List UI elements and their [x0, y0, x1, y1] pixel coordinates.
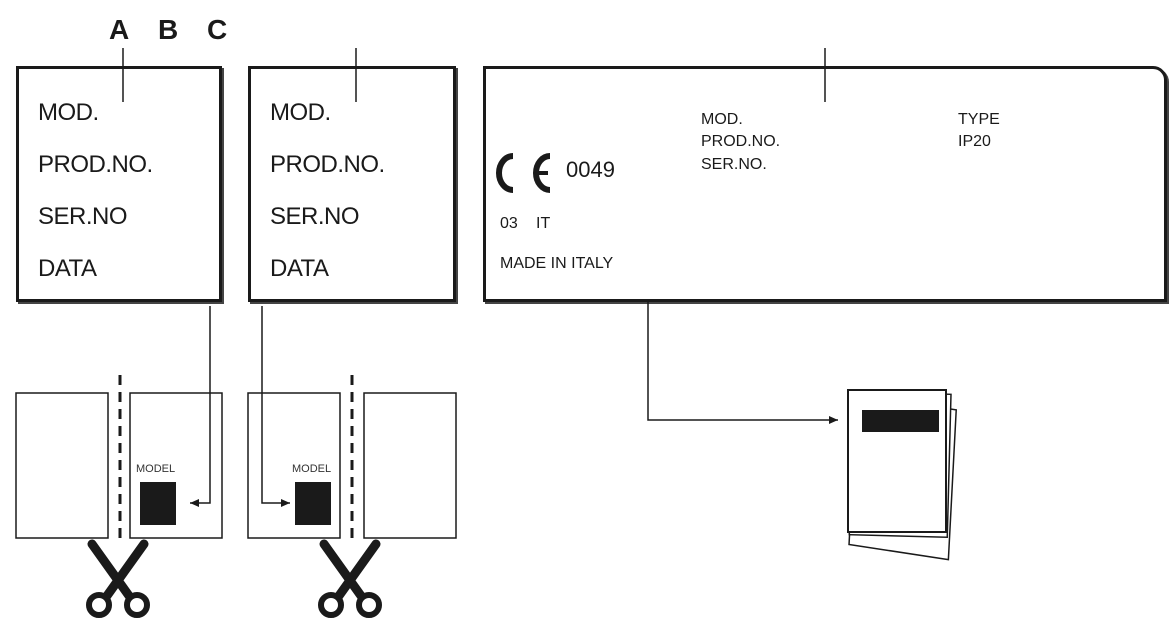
letter-b: B: [158, 14, 179, 45]
label-right-prod-no: PROD.NO.: [701, 133, 781, 150]
card-left-outer: [15, 392, 109, 539]
ce-mark-icon: [496, 153, 551, 193]
scissors-icon: [318, 539, 382, 618]
label-left-prod-no: PROD.NO.: [38, 151, 153, 178]
label-right-ce-number: 0049: [566, 157, 615, 182]
label-right-made-in: MADE IN ITALY: [500, 255, 614, 272]
label-middle-prod-no: PROD.NO.: [270, 151, 385, 178]
letter-a: A: [109, 14, 130, 45]
arrow-icon: [647, 302, 838, 424]
card-middle-model-label: MODEL: [292, 463, 331, 475]
letter-c: C: [207, 14, 228, 45]
label-middle: MOD. PROD.NO. SER.NO DATA: [248, 66, 456, 302]
card-left-model-label: MODEL: [136, 463, 175, 475]
label-middle-ser-no: SER.NO: [270, 203, 360, 230]
label-left: MOD. PROD.NO. SER.NO DATA: [16, 66, 222, 302]
manual-booklet-icon: [847, 389, 958, 561]
scissors-icon: [86, 539, 150, 618]
label-middle-mod: MOD.: [270, 99, 331, 126]
label-left-ser-no: SER.NO: [38, 203, 128, 230]
label-right-mod: MOD.: [701, 111, 743, 128]
arrow-icon: [190, 306, 211, 507]
label-right-code-03: 03: [500, 215, 518, 232]
label-right-type: TYPE: [958, 111, 1000, 128]
model-patch-left: [140, 482, 176, 525]
arrow-icon: [261, 306, 290, 507]
label-right-ip: IP20: [958, 133, 991, 150]
model-patch-middle: [295, 482, 331, 525]
card-middle-outer: [363, 392, 457, 539]
label-right-ser-no: SER.NO.: [701, 156, 767, 173]
label-middle-data: DATA: [270, 255, 329, 282]
label-right-code-it: IT: [536, 215, 551, 232]
label-left-data: DATA: [38, 255, 97, 282]
label-left-mod: MOD.: [38, 99, 99, 126]
